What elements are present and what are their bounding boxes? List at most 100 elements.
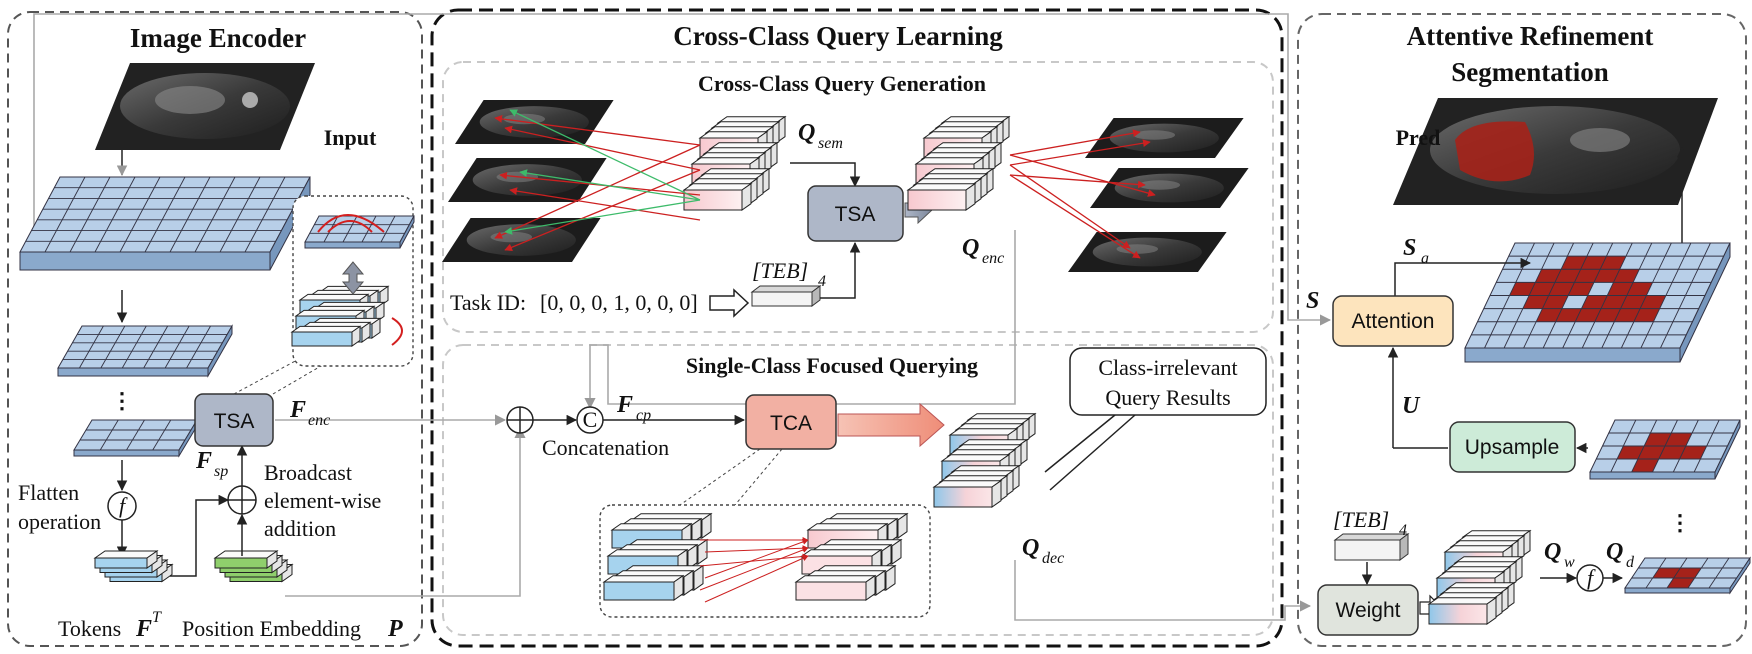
mask-cell (1580, 256, 1607, 270)
input-ct-slice (95, 63, 315, 150)
grid-line-v (144, 176, 186, 253)
position-embedding-stack (213, 550, 294, 583)
grid-line-v (164, 325, 190, 369)
mask-cell (1640, 295, 1666, 309)
mask-cell (1522, 295, 1549, 309)
generation-title: Cross-Class Query Generation (698, 71, 986, 96)
weight-block (1317, 584, 1419, 636)
pred-label: Pred (1396, 125, 1441, 150)
green-attn-line (504, 199, 701, 235)
grid-side (1714, 419, 1741, 480)
grid-line-v (94, 176, 136, 253)
tca-query-front (795, 581, 867, 601)
teb-1-subscript: 4 (818, 273, 826, 290)
ct-right-3-organ (1116, 244, 1159, 254)
tca-zoom-line-2 (734, 448, 783, 506)
grid-line-v (1645, 557, 1667, 589)
tsa-query-label: TSA (835, 203, 876, 226)
mask-cell (1673, 568, 1702, 578)
broadcast-label-3: addition (264, 516, 336, 541)
q-sem-subscript: sem (818, 135, 843, 152)
grid-front (57, 367, 209, 377)
mask-cell (1536, 308, 1562, 322)
mask-cell (1548, 282, 1575, 296)
mask-cell (1613, 269, 1640, 283)
feature-volume-medium (57, 324, 233, 378)
tca-query-top (800, 549, 883, 557)
tca-detail-tokens-right (794, 512, 909, 601)
zoom-line-2 (272, 351, 346, 395)
query-bar-top (922, 131, 993, 139)
weight-label: Weight (1336, 599, 1401, 622)
tca-label: TCA (770, 412, 812, 435)
output-attn-line (1009, 164, 1131, 249)
green-attn-line (519, 169, 701, 201)
q-dec-symbol: Q (1022, 535, 1039, 561)
ellipsis-encoder: ⋮ (111, 388, 133, 413)
callout-line-1: Class-irrelevant (1098, 355, 1237, 380)
token-stack (93, 550, 174, 583)
grid-front (19, 251, 271, 271)
output-attn-line (1009, 174, 1146, 189)
refined-mask-volume (1464, 242, 1731, 363)
tca-token-front (603, 581, 675, 601)
query-bar-top (948, 428, 1019, 436)
grid-line-v (152, 419, 172, 451)
teb-to-tsa-line (820, 241, 861, 299)
mask-cell (1658, 446, 1686, 459)
q-w-symbol: Q (1544, 539, 1561, 565)
broadcast-label-1: Broadcast (264, 460, 352, 485)
concat-label: Concatenation (542, 435, 669, 460)
grid-line-v (380, 215, 396, 243)
grid-line-v (244, 176, 286, 253)
tca-detail-attention-lines (699, 537, 809, 603)
ct-right-2-organ (1138, 180, 1181, 190)
flatten-op-symbol: f (119, 493, 128, 518)
position-symbol: P (387, 616, 403, 642)
tca-attn-line (704, 539, 809, 579)
tca-token-top (602, 575, 685, 583)
tca-query-top (794, 575, 877, 583)
task-id-arrow (709, 288, 750, 318)
mask-cell (1620, 295, 1647, 309)
s-symbol: S (1306, 288, 1319, 314)
grid-line-v (99, 419, 119, 451)
grid-side (1679, 242, 1731, 363)
focused-title: Single-Class Focused Querying (686, 353, 978, 378)
concat-op-symbol: C (583, 407, 598, 432)
mask-cell (1568, 282, 1594, 296)
mask-cell (1617, 446, 1645, 459)
cross-attention-lines (494, 109, 701, 251)
tokens-label: Tokens (58, 616, 121, 641)
tca-block (745, 394, 837, 450)
mask-cell (1626, 282, 1653, 296)
callout-pointer-2 (1049, 414, 1136, 491)
input-label: Input (324, 125, 377, 150)
position-embedding-line (285, 426, 526, 597)
mask-cell (1665, 433, 1693, 446)
mask-cell (1667, 578, 1695, 588)
output-attn-line (1009, 154, 1156, 197)
tca-attn-line (699, 547, 809, 591)
mask-cell (1509, 282, 1536, 296)
red-attn-line (494, 144, 701, 239)
grid-top (57, 325, 233, 369)
mask-cell (1575, 308, 1602, 322)
tokens-symbol: F (135, 616, 152, 642)
red-attn-line (504, 169, 701, 251)
upsample-block (1449, 421, 1576, 473)
pred-ct-slice (1393, 98, 1718, 205)
class-ct-slices-left (442, 100, 614, 262)
query-stack-weighted (1427, 529, 1532, 625)
q-w-subscript: w (1564, 554, 1575, 571)
callout-pointer-1 (1044, 414, 1116, 473)
mask-cell (1644, 433, 1672, 446)
mask-cell (1637, 446, 1665, 459)
tsa-detail-tokens (290, 285, 390, 347)
refine-title-2: Segmentation (1451, 57, 1609, 87)
callout-line-2: Query Results (1105, 385, 1230, 410)
bubble-token-top (294, 309, 366, 317)
tca-token-top (610, 523, 693, 531)
output-attn-line (1009, 174, 1141, 259)
broadcast-label-2: element-wise (264, 488, 381, 513)
